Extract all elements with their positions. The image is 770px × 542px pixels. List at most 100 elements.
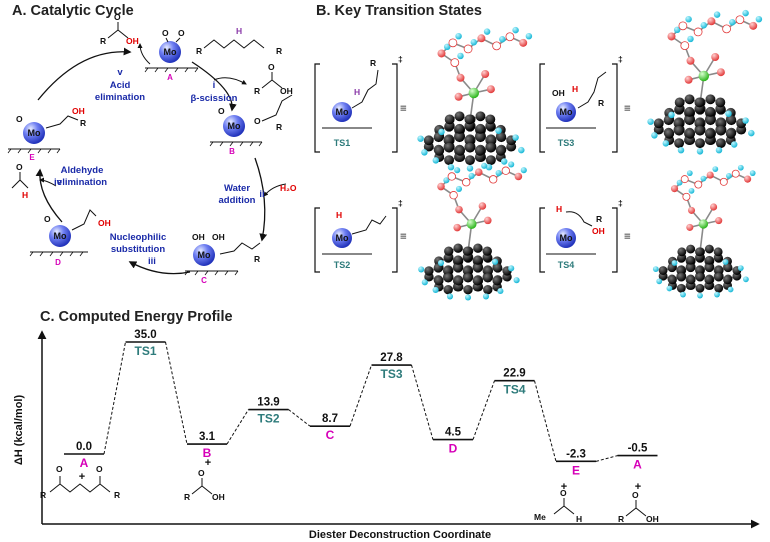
- atom: [693, 27, 703, 37]
- atom: [755, 15, 763, 23]
- svg-text:R: R: [114, 490, 120, 500]
- species-c-label: C: [201, 276, 207, 285]
- species-d-label: D: [55, 258, 61, 267]
- atom: [697, 292, 703, 299]
- atom: [729, 19, 736, 26]
- atom: [483, 28, 491, 35]
- step-iii-line2: substitution: [111, 244, 166, 255]
- step-ii-roman: ii: [259, 189, 264, 200]
- svg-text:O: O: [178, 28, 185, 38]
- step-iv-line2: elimination: [57, 177, 107, 188]
- atom: [668, 111, 675, 119]
- atom: [508, 265, 515, 272]
- atom: [463, 285, 473, 295]
- atom: [686, 275, 696, 285]
- atom: [432, 286, 439, 293]
- svg-text:Mo: Mo: [336, 107, 349, 117]
- atom: [462, 246, 473, 256]
- atom: [446, 293, 454, 300]
- atom: [512, 134, 519, 141]
- atom: [726, 115, 737, 126]
- svg-text:OH: OH: [592, 226, 605, 236]
- atom: [714, 283, 724, 293]
- level-name: D: [449, 442, 458, 456]
- svg-text:‡: ‡: [398, 54, 403, 64]
- atom: [443, 177, 450, 184]
- atom: [462, 266, 473, 276]
- atom: [470, 39, 478, 46]
- ts1-scheme: Mo R H TS1 ‡ ≡: [314, 54, 407, 153]
- atom: [667, 32, 676, 41]
- atom: [674, 138, 685, 149]
- atom: [492, 41, 501, 51]
- atom: [455, 145, 466, 156]
- panel-a-title: A. Catalytic Cycle: [12, 3, 134, 19]
- atom: [508, 161, 515, 168]
- atom: [477, 34, 486, 43]
- svg-text:+: +: [561, 481, 567, 493]
- ts2-scheme: Mo H TS2 ‡ ≡: [314, 198, 407, 273]
- atom: [465, 155, 475, 166]
- atom: [444, 114, 455, 125]
- panel-c-title: C. Computed Energy Profile: [40, 309, 233, 325]
- atom: [748, 129, 755, 137]
- atom: [455, 205, 463, 214]
- atom: [742, 117, 749, 124]
- atom: [647, 118, 654, 125]
- svg-text:+: +: [205, 457, 211, 469]
- atom: [481, 162, 488, 169]
- atom: [497, 287, 504, 295]
- atom: [448, 38, 458, 48]
- atom: [682, 192, 691, 201]
- atom: [695, 247, 704, 257]
- atom: [706, 171, 714, 179]
- svg-text:H: H: [236, 26, 242, 36]
- atom: [666, 285, 673, 292]
- step-iii-line1: Nucleophilic: [110, 232, 166, 243]
- atom: [499, 36, 506, 43]
- atom: [454, 167, 461, 174]
- atom: [715, 138, 726, 149]
- ts2-label: TS2: [334, 260, 351, 270]
- connector: [472, 380, 495, 440]
- atom: [725, 110, 732, 117]
- svg-text:Mo: Mo: [164, 47, 177, 57]
- atom: [418, 266, 425, 273]
- atom: [671, 260, 678, 266]
- level-name: B: [203, 446, 212, 460]
- atom: [704, 128, 715, 139]
- atom: [465, 142, 475, 153]
- svg-text:O: O: [560, 488, 567, 498]
- atom: [700, 22, 708, 29]
- atom: [491, 258, 499, 265]
- svg-text:H: H: [576, 514, 582, 524]
- atom: [670, 185, 679, 193]
- y-axis-label: ΔH (kcal/mol): [13, 395, 25, 466]
- svg-text:≡: ≡: [400, 231, 407, 243]
- atom: [696, 148, 704, 155]
- atom: [686, 263, 696, 273]
- step-iv-roman: iv: [54, 177, 63, 188]
- atom: [653, 118, 664, 129]
- atom: [449, 191, 458, 200]
- atom: [727, 286, 734, 293]
- atom: [453, 255, 463, 265]
- arrow-step-ii: [254, 157, 268, 242]
- svg-text:O: O: [632, 490, 639, 500]
- acid-under-b: + R OH O: [184, 457, 225, 502]
- svg-text:R: R: [254, 86, 260, 96]
- atom: [464, 114, 475, 125]
- ts-structure-3d: [647, 9, 763, 155]
- atom: [677, 146, 685, 154]
- atom: [495, 145, 506, 156]
- atom: [749, 21, 758, 30]
- svg-text:OH: OH: [72, 106, 85, 116]
- level-value: 0.0: [76, 441, 92, 453]
- atom: [473, 243, 483, 253]
- atom: [455, 32, 462, 40]
- atom: [489, 175, 498, 184]
- atom: [716, 118, 727, 129]
- svg-text:O: O: [56, 464, 63, 474]
- atom: [684, 75, 693, 84]
